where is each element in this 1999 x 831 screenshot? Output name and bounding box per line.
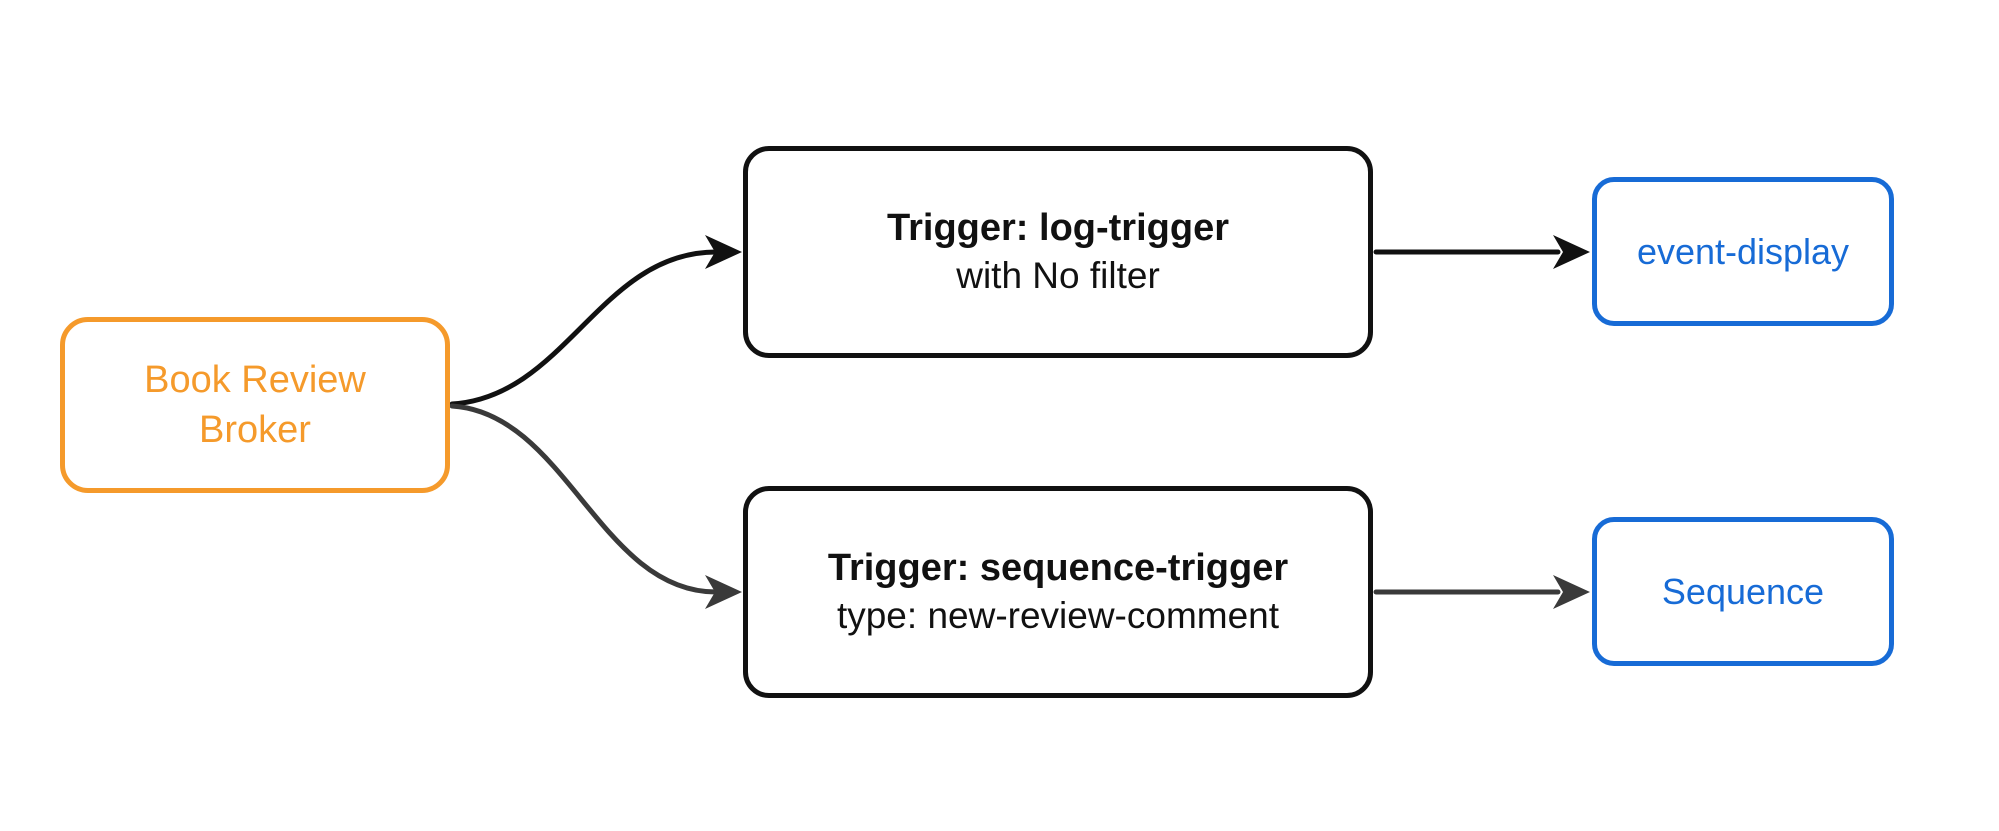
edge-broker-to-sequence-trigger [449,403,742,609]
edge-broker-to-log-trigger [449,235,742,407]
arrowhead-sequence [1553,575,1590,609]
node-log-trigger: Trigger: log-trigger with No filter [743,146,1373,358]
edge-log-trigger-to-event-display [1373,235,1590,269]
node-sequence-label: Sequence [1661,570,1825,612]
node-log-trigger-title: Trigger: log-trigger [887,207,1229,250]
node-sequence: Sequence [1592,517,1894,666]
node-book-review-broker-label: Book Review Broker [144,358,366,451]
node-sequence-trigger-title: Trigger: sequence-trigger [827,547,1289,590]
node-event-display: event-display [1592,177,1894,326]
edge-sequence-trigger-to-sequence [1373,575,1590,609]
node-sequence-trigger-subtitle: type: new-review-comment [836,594,1280,636]
arrowhead-log-trigger [705,235,742,269]
node-event-display-label: event-display [1636,230,1850,272]
node-log-trigger-subtitle: with No filter [956,254,1160,296]
node-sequence-trigger: Trigger: sequence-trigger type: new-revi… [743,486,1373,698]
arrowhead-sequence-trigger [705,575,742,609]
node-book-review-broker: Book Review Broker [60,317,450,493]
arrowhead-event-display [1553,235,1590,269]
